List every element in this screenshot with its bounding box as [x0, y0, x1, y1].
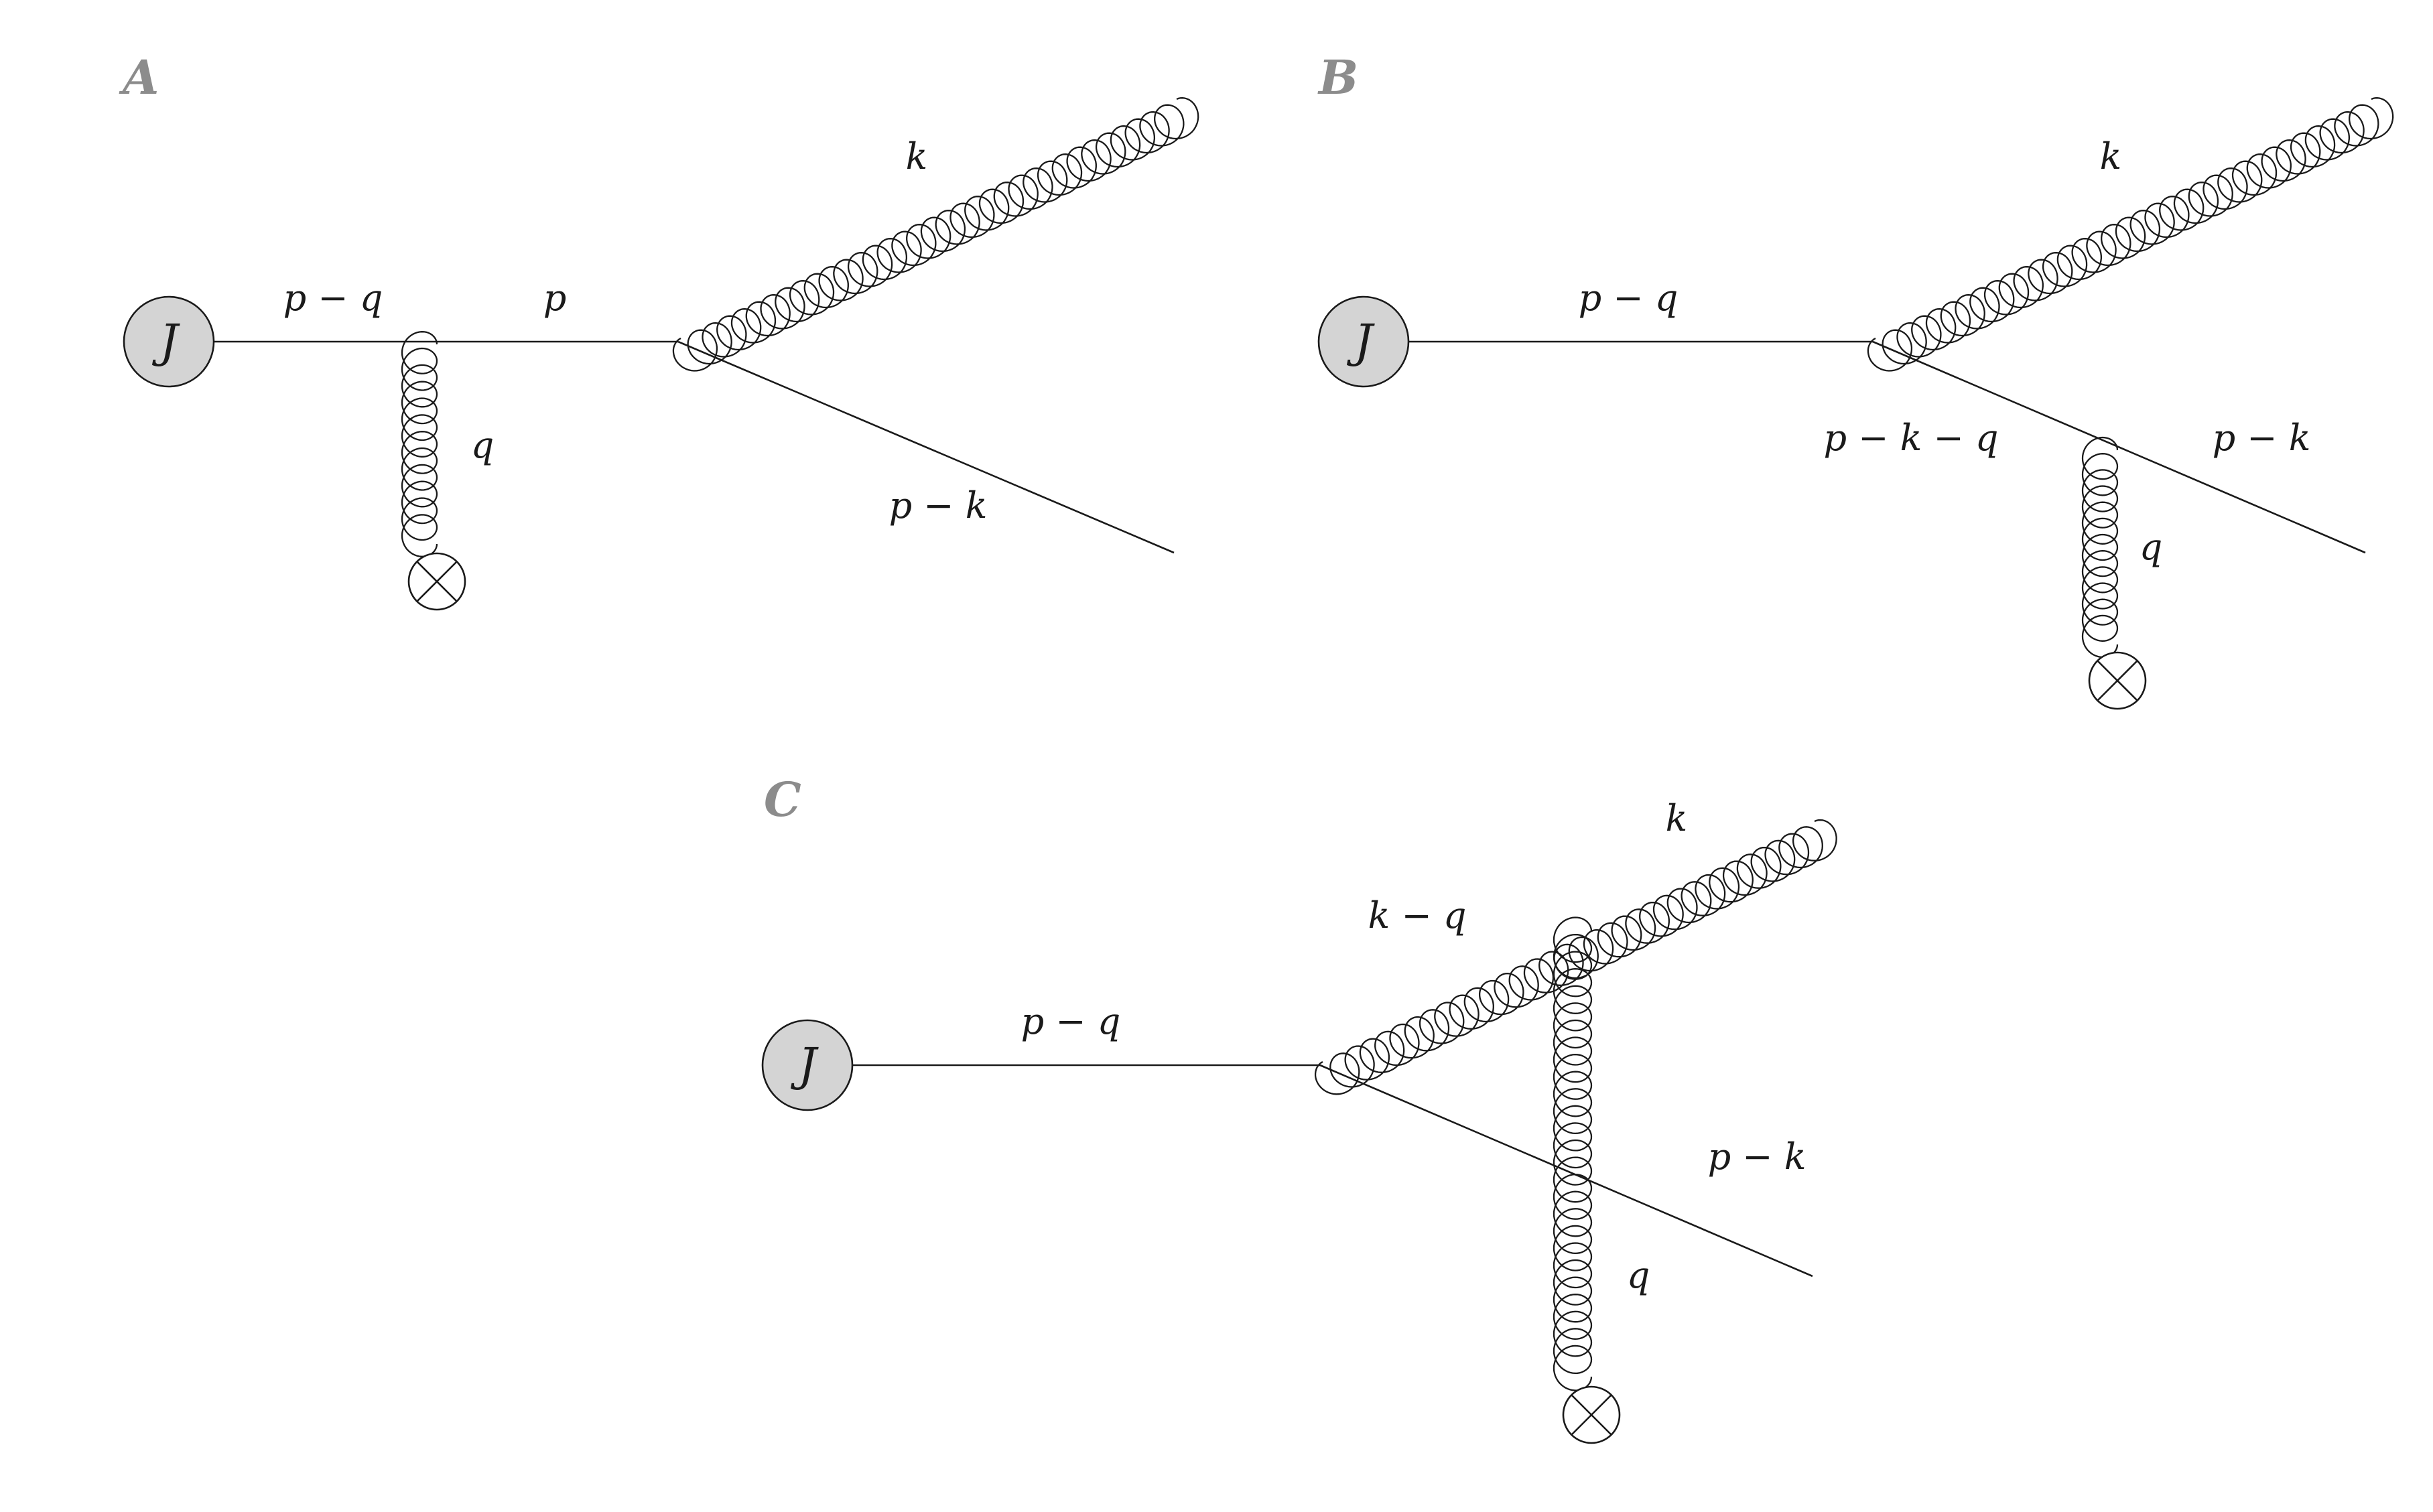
panel-a-outgoing-quark-line	[677, 340, 1175, 554]
panel-a-source-insertion-icon	[407, 552, 466, 611]
panel-b: B J p − q k p − k − q p − k q	[1317, 50, 2394, 710]
panel-b-momentum-quark-out: p − k	[2213, 417, 2311, 459]
panel-a-momentum-internal: p	[543, 277, 567, 319]
panel-b-momentum-internal: p − k − q	[1823, 417, 1998, 459]
panel-c-outgoing-gluon	[1583, 819, 1837, 965]
panel-b-exchange-gluon	[2081, 436, 2119, 659]
panel-a-exchange-gluon	[401, 331, 438, 557]
panel-b-current-blob: J	[1317, 295, 1410, 388]
panel-b-source-insertion-icon	[2088, 651, 2147, 710]
panel-c-momentum-incoming: p − q	[1021, 1000, 1121, 1042]
panel-c-current-blob: J	[761, 1019, 854, 1111]
panel-c-source-insertion-icon	[1562, 1385, 1621, 1444]
panel-a: A J p − q p k p − k q	[119, 50, 1199, 611]
panel-a-label: A	[119, 50, 159, 105]
panel-b-outgoing-gluon	[1867, 97, 2394, 372]
panel-c-exchange-gluon	[1553, 916, 1593, 1391]
panel-c-momentum-quark-out: p − k	[1708, 1136, 1806, 1178]
panel-b-label: B	[1317, 50, 1358, 105]
panel-b-momentum-gluon-out: k	[2100, 135, 2122, 178]
panel-a-momentum-exchange: q	[471, 424, 495, 466]
panel-b-momentum-incoming: p − q	[1579, 277, 1679, 319]
panel-c-momentum-gluon-out: k	[1666, 797, 1688, 839]
panel-c-label: C	[764, 772, 801, 827]
panel-a-current-blob: J	[123, 295, 215, 388]
panel-a-momentum-gluon-out: k	[906, 135, 928, 178]
panel-c-internal-gluon	[1314, 929, 1614, 1095]
panel-c: C J p − q k − q k p − k q	[761, 772, 1837, 1444]
panel-c-momentum-exchange: q	[1627, 1254, 1650, 1296]
panel-a-outgoing-gluon	[672, 97, 1199, 372]
panel-a-momentum-incoming: p − q	[283, 277, 383, 319]
panel-c-outgoing-quark-line	[1319, 1064, 1813, 1278]
panel-c-momentum-internal-gluon: k − q	[1368, 894, 1467, 937]
panel-b-outgoing-quark-line	[1872, 340, 2366, 554]
panel-a-momentum-quark-out: p − k	[889, 484, 988, 527]
panel-b-momentum-exchange: q	[2140, 526, 2163, 568]
